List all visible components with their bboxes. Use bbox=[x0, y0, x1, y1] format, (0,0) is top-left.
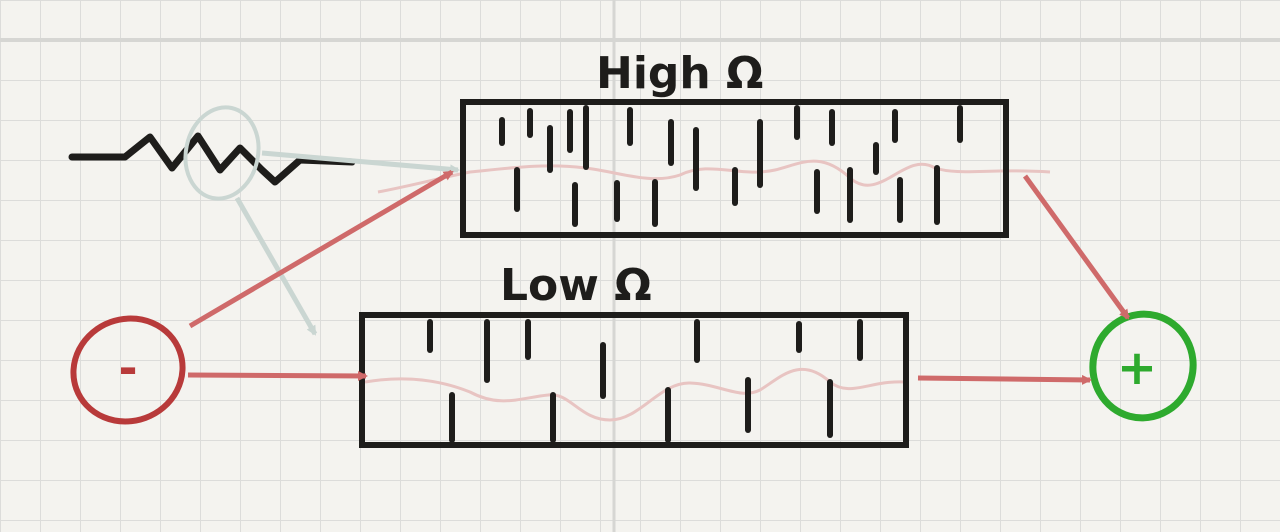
low-resistance-box bbox=[359, 312, 909, 448]
resistor-zigzag-icon bbox=[68, 132, 356, 186]
gray-arrow-to-low bbox=[234, 196, 318, 336]
high-resistance-ticks bbox=[499, 105, 963, 227]
resistor-highlight-ellipse bbox=[183, 105, 261, 201]
high-resistance-label: High Ω bbox=[596, 48, 763, 99]
gray-arrow-to-high bbox=[261, 150, 460, 175]
current-arrow-to-high bbox=[188, 169, 454, 329]
plus-terminal-icon: + bbox=[1089, 310, 1197, 422]
low-current-path bbox=[364, 368, 906, 422]
negative-terminal-label: - bbox=[118, 341, 137, 395]
high-resistance-box bbox=[377, 99, 1051, 238]
low-resistance-ticks bbox=[427, 319, 863, 443]
current-arrow-from-high bbox=[1022, 174, 1131, 320]
low-resistance-label: Low Ω bbox=[500, 260, 652, 311]
positive-terminal-label: + bbox=[1117, 340, 1157, 396]
current-arrow-from-low bbox=[917, 374, 1092, 385]
current-arrow-to-low bbox=[187, 370, 368, 381]
high-current-path bbox=[377, 159, 1051, 194]
minus-terminal-icon: - bbox=[70, 315, 186, 425]
